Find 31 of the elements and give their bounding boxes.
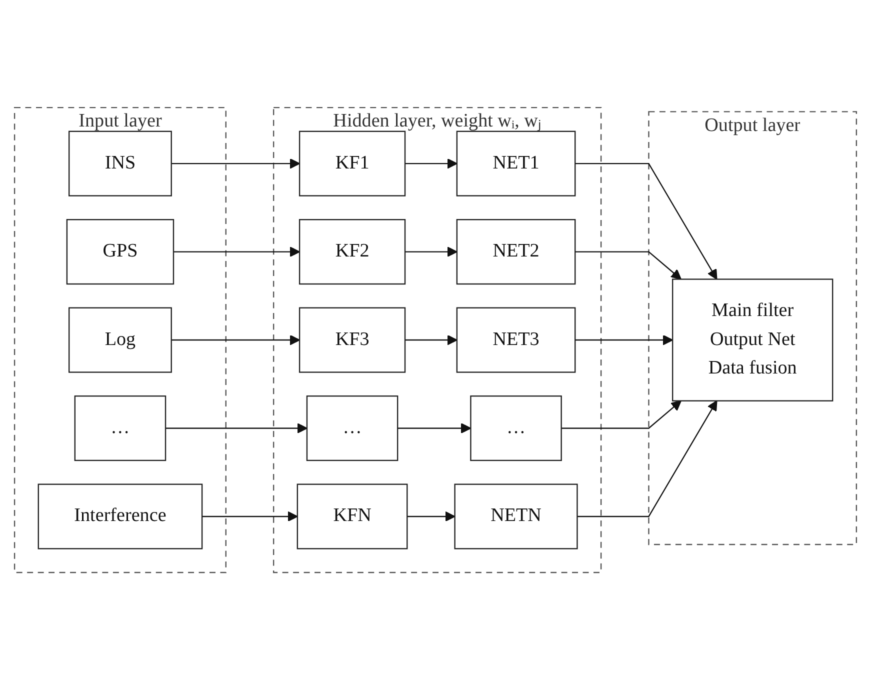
node-box: NET2 bbox=[456, 219, 576, 286]
node-box: NET3 bbox=[456, 308, 576, 374]
arrow bbox=[575, 163, 718, 280]
arrow bbox=[405, 158, 458, 170]
node-box: … bbox=[470, 396, 562, 462]
node-box: GPS bbox=[66, 219, 174, 286]
arrow bbox=[575, 335, 674, 346]
arrow bbox=[398, 423, 472, 434]
node-box: INS bbox=[68, 131, 172, 197]
arrow bbox=[174, 247, 300, 258]
arrow bbox=[575, 252, 682, 280]
node-box: KFN bbox=[296, 484, 408, 550]
arrow bbox=[577, 400, 718, 518]
node-box: NET1 bbox=[456, 131, 576, 197]
node-box: Main filter Output Net Data fusion bbox=[672, 279, 834, 402]
arrow bbox=[166, 423, 308, 434]
node-box: NETN bbox=[454, 484, 578, 550]
arrow bbox=[202, 512, 298, 522]
node-box: Log bbox=[68, 308, 172, 374]
arrow bbox=[561, 400, 682, 430]
arrow bbox=[171, 158, 300, 170]
arrow bbox=[171, 335, 300, 346]
arrow bbox=[405, 335, 458, 346]
node-box: … bbox=[306, 396, 398, 462]
node-box: KF2 bbox=[298, 219, 406, 286]
node-box: KF3 bbox=[298, 308, 406, 374]
node-box: Interference bbox=[38, 484, 203, 550]
node-box: KF1 bbox=[298, 131, 406, 197]
node-box: … bbox=[74, 396, 166, 462]
arrow bbox=[405, 247, 458, 258]
arrow bbox=[407, 512, 456, 522]
